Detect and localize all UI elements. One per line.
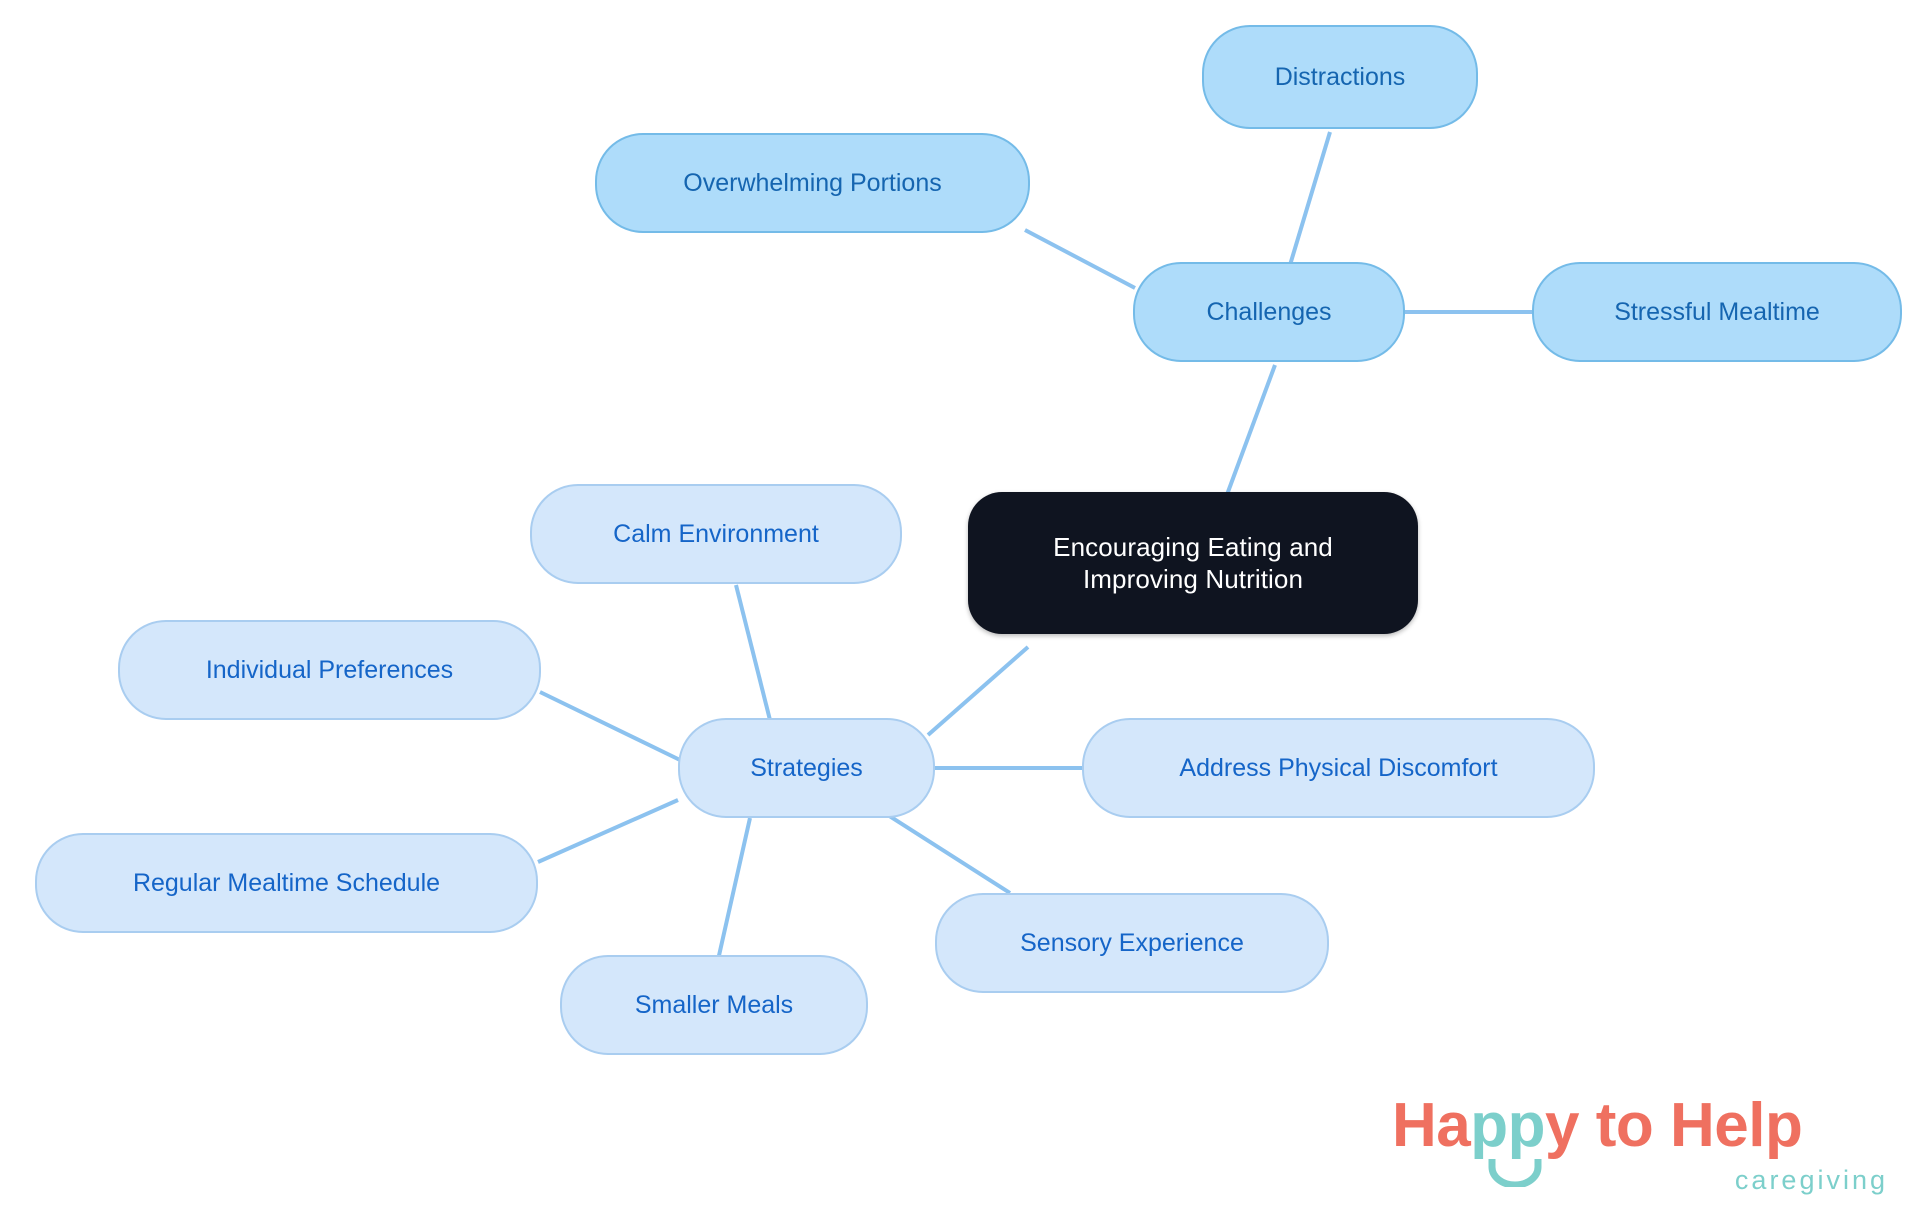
edge-root-challenges [1223,364,1277,501]
edge-strategies-sensory-experience [878,808,1012,895]
edge-strategies-smaller-meals [716,817,752,961]
node-distractions[interactable]: Distractions [1202,25,1478,129]
node-smaller-meals[interactable]: Smaller Meals [560,955,868,1055]
node-overwhelming-portions[interactable]: Overwhelming Portions [595,133,1030,233]
edge-strategies-calm-environment [734,584,774,729]
logo-tagline: caregiving [1734,1165,1888,1195]
brand-logo: Happy to Help caregiving [1392,1095,1892,1207]
smile-icon [1488,1159,1542,1187]
node-strategies[interactable]: Strategies [678,718,935,818]
node-stressful-mealtime[interactable]: Stressful Mealtime [1532,262,1902,362]
logo-word-y-to-help: y to Help [1545,1091,1803,1160]
logo-word-pp: pp [1470,1091,1546,1160]
node-individual-preferences[interactable]: Individual Preferences [118,620,541,720]
node-calm-environment[interactable]: Calm Environment [530,484,902,584]
logo-wordmark: Happy to Help [1392,1095,1803,1157]
edge-challenges-distractions [1288,131,1332,266]
node-root[interactable]: Encouraging Eating and Improving Nutriti… [968,492,1418,634]
node-sensory-experience[interactable]: Sensory Experience [935,893,1329,993]
node-regular-mealtime-schedule[interactable]: Regular Mealtime Schedule [35,833,538,933]
edge-strategies-individual-preferences [539,690,681,762]
edge-root-strategies [926,645,1030,737]
edge-strategies-regular-mealtime-schedule [537,798,679,864]
logo-word-ha: Ha [1392,1091,1471,1160]
edge-challenges-overwhelming-portions [1024,228,1136,290]
node-challenges[interactable]: Challenges [1133,262,1405,362]
node-address-physical-discomfort[interactable]: Address Physical Discomfort [1082,718,1595,818]
